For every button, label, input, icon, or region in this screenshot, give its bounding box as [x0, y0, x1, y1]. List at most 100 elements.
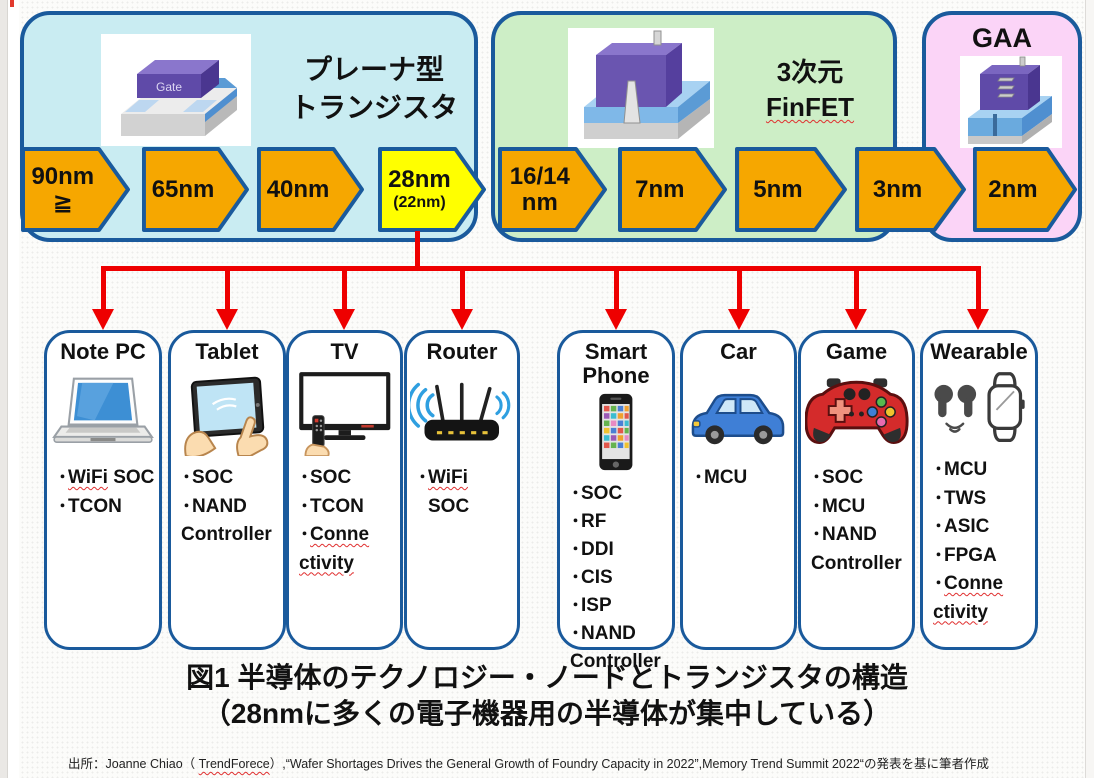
car-icon	[683, 366, 794, 458]
chip-list: ・MCU	[683, 458, 794, 493]
arrow-horizontal-line	[101, 266, 981, 271]
bullet: ・	[55, 469, 71, 487]
device-card-tablet: Tablet ・SOC ・NAND Controller	[168, 330, 286, 650]
chip-item: ・Conne	[297, 521, 396, 550]
node-65nm: 65nm	[142, 147, 250, 232]
bullet: ・	[568, 569, 584, 587]
laptop-icon	[47, 366, 159, 458]
bullet: ・	[179, 497, 195, 515]
bullet: ・	[568, 513, 584, 531]
bullet: ・	[931, 546, 947, 564]
down-arrow	[101, 266, 106, 310]
chip-item: Controller	[570, 650, 661, 672]
down-arrow-head	[333, 309, 355, 330]
finfet-image	[568, 28, 714, 148]
chip-item: ・MCU	[691, 464, 790, 493]
bullet: ・	[931, 518, 947, 536]
chip-item: ・SOC	[297, 464, 396, 493]
planar-transistor-image: Gate	[101, 34, 251, 146]
chip-list: ・SOC ・RF ・DDI ・CIS ・ISP ・NAND Controller	[560, 474, 672, 675]
chip-list: ・SOC ・TCON ・Conne ctivity	[289, 458, 400, 578]
down-arrow	[225, 266, 230, 310]
gaa-group-title: GAA	[926, 23, 1078, 54]
chip-item: ・SOC	[568, 480, 668, 508]
planar-transistor-drawing: Gate	[121, 60, 237, 136]
node-90nm: 90nm≧	[21, 147, 131, 232]
chip-item: ・NAND	[809, 521, 908, 550]
chip-item: ・FPGA	[931, 542, 1031, 571]
node-3nm: 3nm	[855, 147, 967, 232]
bullet: ・	[809, 526, 825, 544]
device-title: TV	[330, 339, 359, 364]
source-text: ）,“Wafer Shortages Drives the General Gr…	[269, 757, 989, 771]
page-right-edge	[1085, 0, 1094, 778]
chip-item: ・WiFi SOC	[55, 464, 155, 493]
down-arrow-head	[728, 309, 750, 330]
device-card-smart-phone: Smart Phone ・SOC ・RF ・DDI ・CIS ・ISP ・NAN…	[557, 330, 675, 672]
chip-list: ・MCU ・TWS ・ASIC ・FPGA ・Conne ctivity	[923, 450, 1035, 627]
red-mark	[10, 0, 14, 7]
bullet: ・	[931, 461, 947, 479]
chip-list: ・WiFi SOC ・TCON	[47, 458, 159, 521]
chip-list: ・SOC ・MCU ・NAND Controller	[801, 458, 912, 578]
chip-item: ・NAND	[179, 493, 279, 522]
down-arrow-head	[92, 309, 114, 330]
node-7nm: 7nm	[618, 147, 728, 232]
source-text-wavy: TrendForece	[198, 757, 270, 771]
source-note: 出所：Joanne Chiao（ TrendForece）,“Wafer Sho…	[68, 753, 1078, 772]
down-arrow	[854, 266, 859, 310]
figure-caption: 図1 半導体のテクノロジー・ノードとトランジスタの構造 （28nmに多くの電子機…	[0, 660, 1094, 733]
device-title: Note PC	[60, 339, 146, 364]
group-title-line: プレーナ型	[303, 54, 444, 85]
device-card-tv: TV ・SOC ・TCON ・Conne ctivity	[286, 330, 403, 650]
bullet: ・	[297, 469, 313, 487]
caption-line-2: （28nmに多くの電子機器用の半導体が集中している）	[202, 698, 892, 730]
tablet-icon	[171, 366, 283, 458]
chip-item: Controller	[811, 552, 902, 574]
chip-item: ・TCON	[55, 493, 155, 522]
page-left-margin	[8, 0, 19, 778]
bullet: ・	[297, 526, 313, 544]
chip-item: ・Conne	[931, 570, 1031, 599]
group-title-line: 3次元	[776, 57, 844, 87]
bullet: ・	[415, 469, 431, 487]
planar-group-title: プレーナ型 トランジスタ	[274, 51, 474, 127]
device-title: Game	[825, 339, 888, 364]
gaa-group: GAA	[922, 11, 1082, 242]
bullet: ・	[179, 469, 195, 487]
tv-icon	[289, 366, 400, 458]
device-card-wearable: Wearable ・MCU ・TWS ・ASIC ・FPGA ・Conne	[920, 330, 1038, 650]
down-arrow	[342, 266, 347, 310]
smartphone-icon	[560, 390, 672, 474]
chip-item: ・WiFi SOC	[415, 464, 513, 521]
group-title-line: GAA	[972, 23, 1032, 53]
chip-list: ・WiFi SOC	[407, 458, 517, 521]
arrow-stem	[415, 231, 420, 268]
chip-item: ctivity	[299, 552, 354, 574]
device-title: Tablet	[195, 339, 259, 364]
device-card-note-pc: Note PC ・WiFi SOC ・TCON	[44, 330, 162, 650]
finfet-drawing	[584, 30, 710, 139]
group-title-line: FinFET	[765, 92, 855, 123]
bullet: ・	[931, 575, 947, 593]
node-5nm: 5nm	[735, 147, 848, 232]
chip-item: ・ISP	[568, 592, 668, 620]
chip-item: ・ASIC	[931, 513, 1031, 542]
down-arrow-head	[451, 309, 473, 330]
chip-item: ・TCON	[297, 493, 396, 522]
device-card-router: Router ・WiFi SOC	[404, 330, 520, 650]
device-card-game: Game ・SOC ・MCU ・NAND Controller	[798, 330, 915, 650]
chip-item: ・CIS	[568, 564, 668, 592]
bullet: ・	[55, 497, 71, 515]
bullet: ・	[568, 624, 584, 642]
finfet-group-title: 3次元 FinFET	[740, 55, 880, 125]
chip-item: ・MCU	[809, 493, 908, 522]
chip-list: ・SOC ・NAND Controller	[171, 458, 283, 550]
node-2nm: 2nm	[973, 147, 1078, 232]
chip-item: ・SOC	[179, 464, 279, 493]
node-label: 5nm	[753, 175, 803, 203]
down-arrow	[614, 266, 619, 310]
gaa-drawing	[968, 56, 1052, 144]
bullet: ・	[809, 469, 825, 487]
